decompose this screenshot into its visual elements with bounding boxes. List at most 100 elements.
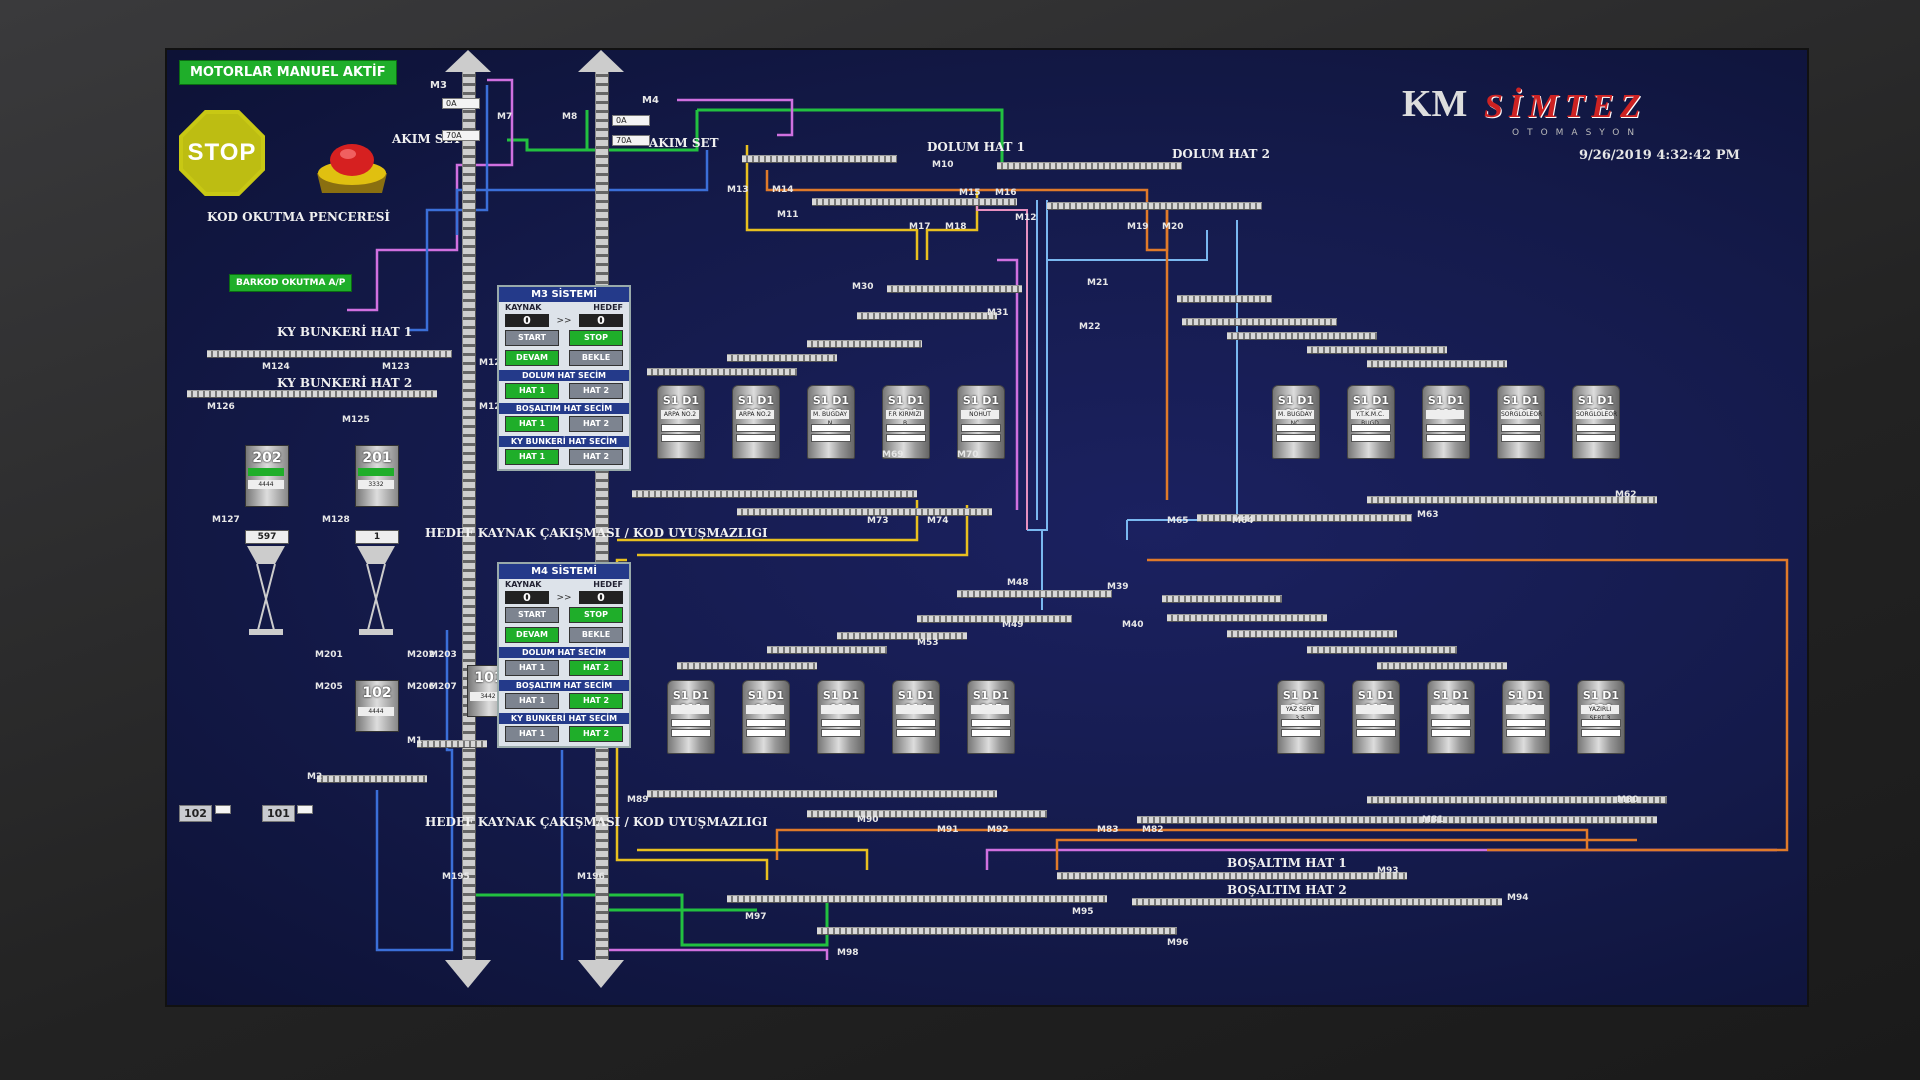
m39-conveyor[interactable] xyxy=(1162,595,1282,603)
m34-conveyor[interactable] xyxy=(727,354,837,362)
silo-3[interactable]: S1 D1 003M. BUGDAY N xyxy=(807,385,855,459)
bosaltim-hat2-button[interactable]: HAT 2 xyxy=(569,416,623,432)
m50-conveyor[interactable] xyxy=(837,632,967,640)
bekle-button[interactable]: BEKLE xyxy=(569,350,623,366)
m23-conveyor[interactable] xyxy=(1227,332,1377,340)
m32-conveyor[interactable] xyxy=(807,340,922,348)
bosaltim-hat2-button[interactable]: HAT 2 xyxy=(569,693,623,709)
start-button[interactable]: START xyxy=(505,330,559,346)
ky-hat1-button[interactable]: HAT 1 xyxy=(505,449,559,465)
silo-1[interactable]: S1 D1 001ARPA NO.2 xyxy=(657,385,705,459)
m71-conveyor[interactable] xyxy=(632,490,917,498)
motor-label: M12 xyxy=(1015,213,1037,223)
m41-conveyor[interactable] xyxy=(1227,630,1397,638)
stop-button[interactable]: STOP xyxy=(569,607,623,623)
m90-conveyor[interactable] xyxy=(807,810,1047,818)
bosaltim-hat-1-conveyor[interactable] xyxy=(1057,872,1407,880)
m4-current-set-input[interactable]: 70A xyxy=(612,135,650,146)
m62-conveyor[interactable] xyxy=(1367,496,1657,504)
hedef-input[interactable]: 0 xyxy=(579,591,623,604)
silo-17[interactable]: S1 D1 017 xyxy=(1352,680,1400,754)
ky-hat2-button[interactable]: HAT 2 xyxy=(569,449,623,465)
dolum-hat2-button[interactable]: HAT 2 xyxy=(569,383,623,399)
devam-button[interactable]: DEVAM xyxy=(505,627,559,643)
m148-conveyor[interactable] xyxy=(677,662,817,670)
status-101[interactable]: 101 xyxy=(262,805,295,822)
dolum-hat2-button[interactable]: HAT 2 xyxy=(569,660,623,676)
m81-conveyor[interactable] xyxy=(1137,816,1657,824)
elevator-m3[interactable] xyxy=(462,60,476,965)
hopper-102[interactable]: 102 4444 xyxy=(355,680,399,732)
silo-7[interactable]: S1 D1 007Y.T.K.M.C. BUGD xyxy=(1347,385,1395,459)
m21-conveyor[interactable] xyxy=(1177,295,1272,303)
m38-conveyor[interactable] xyxy=(647,368,797,376)
emergency-stop-button[interactable] xyxy=(312,128,392,198)
silo-14[interactable]: S1 D1 014 xyxy=(892,680,940,754)
start-button[interactable]: START xyxy=(505,607,559,623)
silo-9[interactable]: S1 D1 009SORGLOLEOR xyxy=(1497,385,1545,459)
elevator-m4[interactable] xyxy=(595,60,609,965)
m72-conveyor[interactable] xyxy=(737,508,992,516)
motor-label: M96 xyxy=(1167,938,1189,948)
bunker-201[interactable]: 201 3332 xyxy=(355,445,399,507)
silo-5[interactable]: S1 D1 005NOHUT xyxy=(957,385,1005,459)
m1-conveyor[interactable] xyxy=(417,740,487,748)
bekle-button[interactable]: BEKLE xyxy=(569,627,623,643)
m98-conveyor[interactable] xyxy=(817,927,1177,935)
silo-19[interactable]: S1 D1 019 xyxy=(1502,680,1550,754)
kaynak-input[interactable]: 0 xyxy=(505,591,549,604)
bosaltim-hat-2-conveyor[interactable] xyxy=(1132,898,1502,906)
silo-8[interactable]: S1 D1 008 xyxy=(1422,385,1470,459)
dolum-hat1-button[interactable]: HAT 1 xyxy=(505,660,559,676)
dolum-hat1-button[interactable]: HAT 1 xyxy=(505,383,559,399)
ky-bunkeri-hat-2-conveyor[interactable] xyxy=(187,390,437,398)
m31-conveyor[interactable] xyxy=(857,312,997,320)
m80-conveyor[interactable] xyxy=(1367,796,1667,804)
m12-conveyor[interactable] xyxy=(1047,202,1262,210)
status-102[interactable]: 102 xyxy=(179,805,212,822)
silo-10[interactable]: S1 D1 010SORGLOLEOR xyxy=(1572,385,1620,459)
stop-button[interactable]: STOP xyxy=(569,330,623,346)
silo-11[interactable]: S1 D1 011 xyxy=(667,680,715,754)
bosaltim-hat1-button[interactable]: HAT 1 xyxy=(505,416,559,432)
silo-6[interactable]: S1 D1 006M. BUGDAY NC xyxy=(1272,385,1320,459)
bunker-202[interactable]: 202 4444 xyxy=(245,445,289,507)
m24-conveyor[interactable] xyxy=(1307,346,1447,354)
devam-button[interactable]: DEVAM xyxy=(505,350,559,366)
motor-label: M70 xyxy=(957,450,979,460)
silo-13[interactable]: S1 D1 013 xyxy=(817,680,865,754)
ky-hat1-button[interactable]: HAT 1 xyxy=(505,726,559,742)
m25-conveyor[interactable] xyxy=(1367,360,1507,368)
ky-hat2-button[interactable]: HAT 2 xyxy=(569,726,623,742)
m3-current-value: 0A xyxy=(442,98,480,109)
ky-bunkeri-hat-1-conveyor[interactable] xyxy=(207,350,452,358)
m52-conveyor[interactable] xyxy=(767,646,887,654)
m11-conveyor[interactable] xyxy=(812,198,1017,206)
silo-16[interactable]: S1 D1 016YAZ SERT 3.5 xyxy=(1277,680,1325,754)
m43-conveyor[interactable] xyxy=(1377,662,1507,670)
silo-12[interactable]: S1 D1 012 xyxy=(742,680,790,754)
barcode-toggle-button[interactable]: BARKOD OKUTMA A/P xyxy=(229,274,353,292)
silo-2[interactable]: S1 D1 002ARPA NO.2 xyxy=(732,385,780,459)
silo-18[interactable]: S1 D1 018 xyxy=(1427,680,1475,754)
m89-conveyor[interactable] xyxy=(647,790,997,798)
m3-current-set-input[interactable]: 70A xyxy=(442,130,480,141)
m30-conveyor[interactable] xyxy=(887,285,1022,293)
dolum-hat-2-conveyor[interactable] xyxy=(997,162,1182,170)
m97-conveyor[interactable] xyxy=(727,895,1107,903)
silo-15[interactable]: S1 D1 015 xyxy=(967,680,1015,754)
m63-conveyor[interactable] xyxy=(1197,514,1412,522)
m42-conveyor[interactable] xyxy=(1307,646,1457,654)
hedef-input[interactable]: 0 xyxy=(579,314,623,327)
kaynak-input[interactable]: 0 xyxy=(505,314,549,327)
m48-conveyor[interactable] xyxy=(957,590,1112,598)
m22-conveyor[interactable] xyxy=(1182,318,1337,326)
bosaltim-hat1-button[interactable]: HAT 1 xyxy=(505,693,559,709)
stop-button[interactable]: STOP xyxy=(179,110,265,196)
silo-4[interactable]: S1 D1 004F.R KIRMIZI B xyxy=(882,385,930,459)
m40-conveyor[interactable] xyxy=(1167,614,1327,622)
m2-conveyor[interactable] xyxy=(317,775,427,783)
m49-conveyor[interactable] xyxy=(917,615,1072,623)
silo-20[interactable]: S1 D1 020YAZIRLI SERT 3 xyxy=(1577,680,1625,754)
dolum-hat-1-conveyor[interactable] xyxy=(742,155,897,163)
